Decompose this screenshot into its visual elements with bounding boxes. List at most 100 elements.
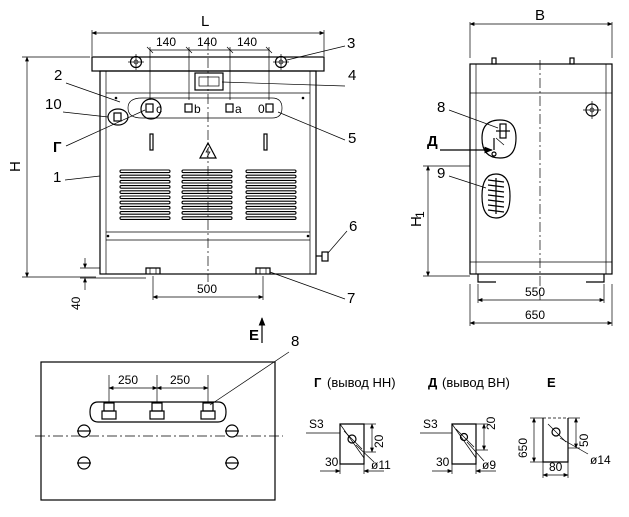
nameplate — [194, 72, 224, 91]
vent-slot — [119, 205, 171, 210]
vent-slot — [181, 185, 233, 189]
callout-5: 5 — [348, 130, 356, 147]
vent-slot — [119, 179, 171, 184]
terminal-b-label: b — [194, 102, 201, 116]
terminal-a-label: a — [235, 102, 242, 116]
dim-250-left: 250 — [118, 373, 138, 387]
detail-E-skid — [542, 418, 569, 463]
dim-140-right: 140 — [237, 35, 257, 49]
callout-2: 2 — [54, 67, 62, 84]
tap-changer-tick — [487, 189, 505, 193]
vent-slot — [119, 200, 171, 205]
terminal-c — [145, 103, 154, 113]
callout-3: 3 — [347, 35, 355, 52]
vent-slot — [181, 190, 233, 194]
lifting-eye-left — [128, 54, 144, 70]
vent-slot — [119, 174, 171, 179]
vent-slot — [181, 195, 233, 200]
detail-E-80: 80 — [549, 460, 563, 474]
vent-slot — [245, 190, 297, 194]
view-mark-D: Д — [427, 133, 438, 150]
vent-slot — [245, 169, 297, 174]
detail-D-30: 30 — [436, 455, 450, 469]
vent-slot — [245, 179, 297, 184]
callout-4: 4 — [348, 67, 356, 84]
vent-slot — [119, 190, 171, 194]
tap-changer-tick — [487, 184, 505, 188]
detail-D-s3: S3 — [423, 417, 438, 431]
vent-slot — [181, 200, 233, 205]
detail-E-50: 50 — [577, 433, 591, 447]
skid-right — [255, 267, 271, 274]
detail-G-plate — [339, 423, 365, 465]
vent-slot — [245, 185, 297, 189]
tap-changer-tick — [487, 194, 505, 198]
detail-G: Г (вывод НН) S3 20 30 ø11 — [306, 375, 396, 474]
skid-left — [145, 267, 161, 274]
lifting-eye-right — [273, 54, 289, 70]
callout-8-plan: 8 — [291, 333, 299, 350]
callout-7: 7 — [347, 290, 355, 307]
dim-250-right: 250 — [170, 373, 190, 387]
vent-slot — [245, 195, 297, 200]
vent-louvres — [119, 169, 297, 220]
detail-G-30: 30 — [325, 455, 339, 469]
view-arrow-E-label: Е — [249, 327, 259, 344]
terminal-b — [184, 103, 193, 113]
detail-D-dia: ø9 — [482, 458, 496, 472]
grounding-bolt — [321, 251, 329, 262]
vent-slot — [245, 200, 297, 205]
dim-650: 650 — [525, 308, 545, 322]
detail-D: Д (вывод ВН) S3 20 30 ø9 — [420, 375, 510, 474]
detail-E-dia: ø14 — [590, 453, 611, 467]
plan-terminal-right — [200, 402, 216, 420]
dim-140-left: 140 — [156, 35, 176, 49]
callout-9: 9 — [437, 165, 445, 182]
tap-changer-window — [481, 173, 511, 219]
terminal-0 — [265, 103, 274, 113]
dim-500: 500 — [197, 282, 217, 296]
side-enclosure — [469, 63, 613, 275]
dim-H1-subscript: 1 — [413, 211, 427, 218]
callout-8: 8 — [437, 99, 445, 116]
vent-slot — [119, 195, 171, 200]
dim-L: L — [201, 13, 209, 30]
terminal-a — [225, 103, 234, 113]
tap-changer-tick — [487, 204, 505, 208]
tap-changer-tick — [487, 199, 505, 203]
detail-D-plate — [451, 423, 477, 465]
vent-slot — [181, 174, 233, 179]
vent-slot — [181, 205, 233, 210]
plan-view: 250 250 8 — [35, 333, 299, 501]
view-mark-G: Г — [53, 139, 62, 156]
tap-changer-tick — [487, 209, 505, 213]
detail-D-title: Д — [428, 375, 438, 390]
vent-slot — [245, 216, 297, 220]
terminal-c-circle — [140, 98, 162, 120]
detail-G-note: (вывод НН) — [327, 375, 396, 390]
lv-bushing-bar — [127, 97, 283, 119]
tap-changer-tick — [487, 179, 505, 183]
vent-slot — [181, 169, 233, 174]
vent-slot — [245, 205, 297, 210]
dim-H: H — [7, 161, 24, 172]
detail-G-20: 20 — [372, 434, 386, 448]
plan-outline — [40, 361, 276, 501]
detail-E-650: 650 — [516, 438, 530, 458]
detail-E-title: Е — [547, 375, 556, 390]
vent-slot — [245, 174, 297, 179]
detail-D-20: 20 — [484, 416, 498, 430]
vent-slot — [119, 216, 171, 220]
detail-G-dia: ø11 — [371, 458, 391, 472]
hv-bushing-window — [481, 119, 517, 159]
vent-slot — [181, 179, 233, 184]
plan-terminal-left — [101, 402, 117, 420]
terminal-c-label: c — [156, 102, 162, 116]
vent-slot — [119, 211, 171, 215]
detail-G-title: Г — [314, 375, 322, 390]
plan-terminal-mid — [149, 402, 165, 420]
plan-bushing-bar — [89, 401, 227, 423]
vent-slot — [119, 169, 171, 174]
vent-slot — [181, 211, 233, 215]
